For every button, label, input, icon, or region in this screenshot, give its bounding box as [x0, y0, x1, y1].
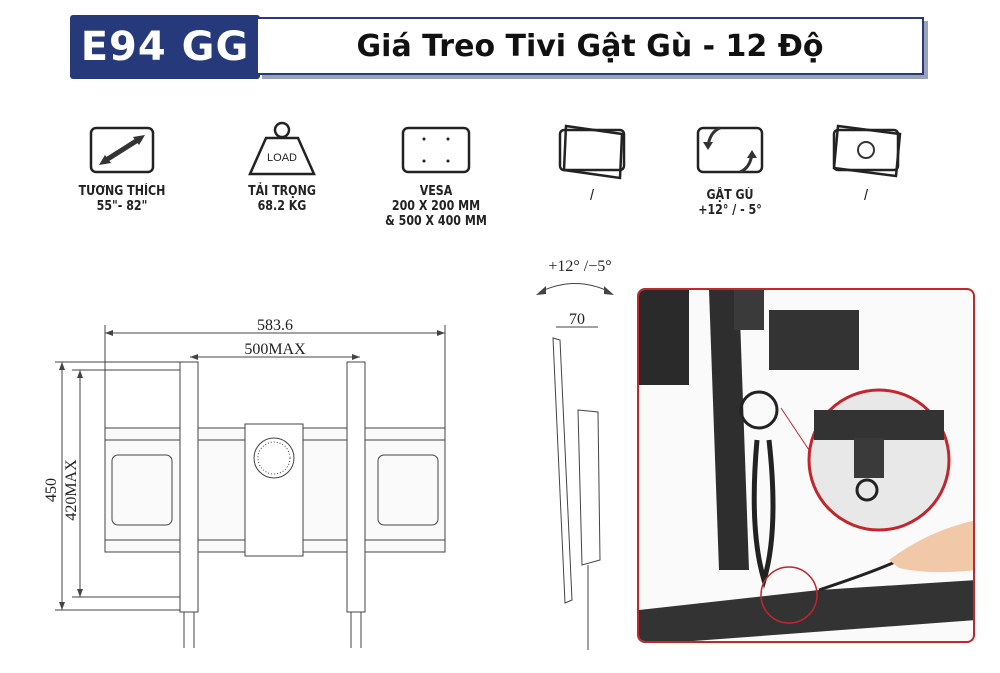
feature-value: 200 X 200 MM: [391, 199, 481, 214]
tilt-icon: [696, 126, 764, 174]
feature-label: TƯƠNG THÍCH: [78, 184, 166, 199]
height-dimension: 450: [43, 478, 60, 502]
feature-label: /: [863, 188, 869, 203]
product-title: Giá Treo Tivi Gật Gù - 12 Độ: [258, 17, 924, 75]
rotate-icon: [832, 124, 902, 178]
model-badge: E94 GG: [70, 15, 260, 79]
feature-tilt: GẬT GÙ+12° / - 5°: [660, 120, 800, 218]
feature-value: +12° / - 5°: [698, 203, 762, 218]
feature-label: VESA: [419, 184, 453, 199]
feature-rotate: /: [796, 120, 936, 203]
feature-label: TẢI TRỌNG: [248, 184, 316, 199]
feature-value: 55"- 82": [96, 199, 148, 214]
vesa-icon: [401, 126, 471, 174]
swivel-icon: [558, 124, 626, 180]
technical-drawing: 583.6 500MAX 450 420MAX 70 +12° /−5°: [43, 258, 614, 650]
feature-label: /: [589, 188, 595, 203]
diagonal-arrow-icon: [89, 126, 155, 174]
feature-value-2: & 500 X 400 MM: [385, 214, 487, 229]
mount-photo-illustration: [639, 290, 973, 641]
depth-dimension: 70: [569, 311, 585, 328]
width-dimension: 583.6: [257, 317, 293, 334]
vesa-width-dimension: 500MAX: [244, 341, 306, 358]
feature-value: 68.2 KG: [257, 199, 307, 214]
feature-swivel: /: [522, 120, 662, 203]
tilt-range-label: +12° /−5°: [548, 258, 611, 275]
feature-label: GẬT GÙ: [706, 188, 754, 203]
load-text: LOAD: [267, 152, 297, 164]
load-weight-icon: LOAD: [248, 121, 316, 176]
product-photo: [637, 288, 975, 643]
vesa-height-dimension: 420MAX: [63, 459, 80, 521]
